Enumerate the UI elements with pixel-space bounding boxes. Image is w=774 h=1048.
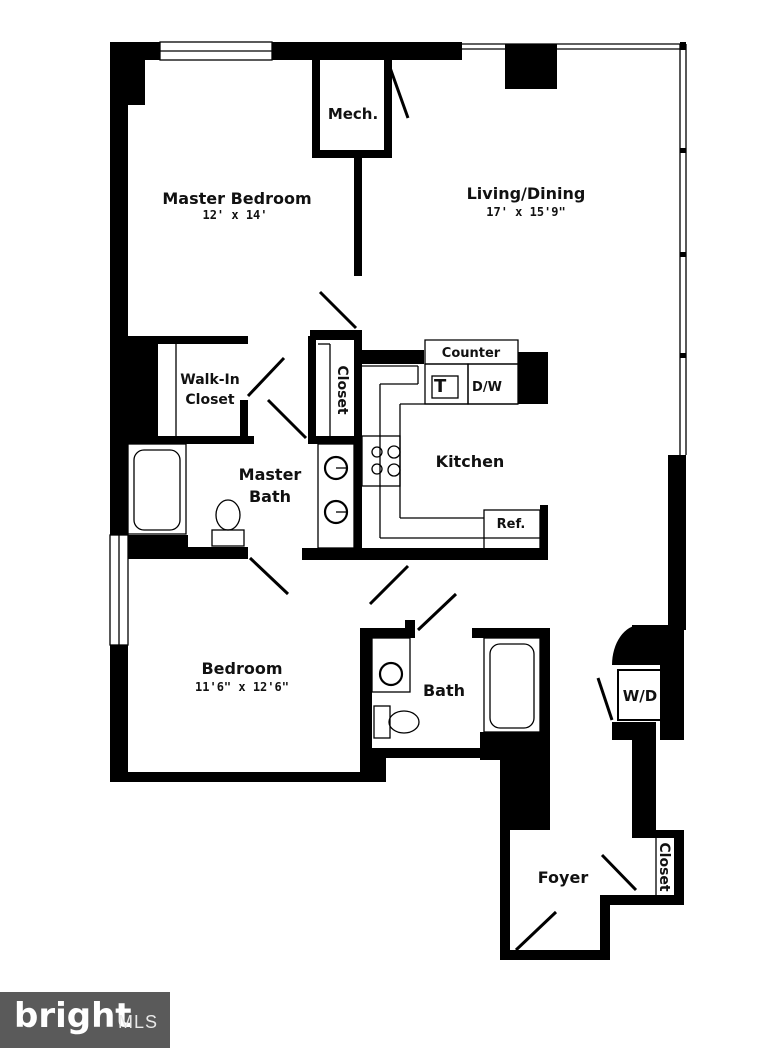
walls	[109, 41, 687, 960]
room-closet-foyer: Closet	[656, 842, 672, 892]
doors	[246, 61, 638, 952]
room-closet-master: Closet	[334, 365, 350, 415]
bright-mls-logo: bright MLS	[0, 992, 170, 1048]
room-master-bath-line1: Master	[239, 465, 302, 484]
bath-toilet-icon	[373, 705, 420, 739]
room-bath: Bath	[423, 681, 465, 700]
cooktop-icon	[371, 445, 401, 477]
room-master-bath-line2: Bath	[249, 487, 291, 506]
label-washer-dryer: W/D	[623, 687, 657, 705]
logo-suffix: MLS	[118, 1012, 159, 1032]
room-walk-in-closet-line1: Walk-In	[180, 372, 240, 388]
room-bedroom-size: 11'6" x 12'6"	[195, 680, 289, 694]
room-bedroom: Bedroom	[201, 659, 282, 678]
label-counter: Counter	[442, 346, 501, 361]
room-living-dining-size: 17' x 15'9"	[486, 205, 565, 219]
sink-icon	[323, 455, 349, 525]
room-labels: Master Bedroom 12' x 14' Living/Dining 1…	[162, 105, 672, 892]
fixture-labels: Counter D/W Ref. W/D	[442, 346, 657, 705]
label-refrigerator: Ref.	[497, 517, 526, 532]
room-walk-in-closet-line2: Closet	[185, 392, 235, 408]
room-living-dining: Living/Dining	[467, 184, 586, 203]
sink-tap-icon: T	[434, 376, 447, 397]
label-dishwasher: D/W	[472, 380, 502, 395]
logo-brand: bright	[14, 996, 132, 1036]
room-kitchen: Kitchen	[436, 452, 505, 471]
room-master-bedroom: Master Bedroom	[162, 189, 311, 208]
room-mech: Mech.	[328, 105, 378, 123]
toilet-icon	[211, 499, 245, 547]
room-foyer: Foyer	[538, 868, 589, 887]
room-master-bedroom-size: 12' x 14'	[202, 208, 267, 222]
fixtures: T	[127, 339, 663, 739]
